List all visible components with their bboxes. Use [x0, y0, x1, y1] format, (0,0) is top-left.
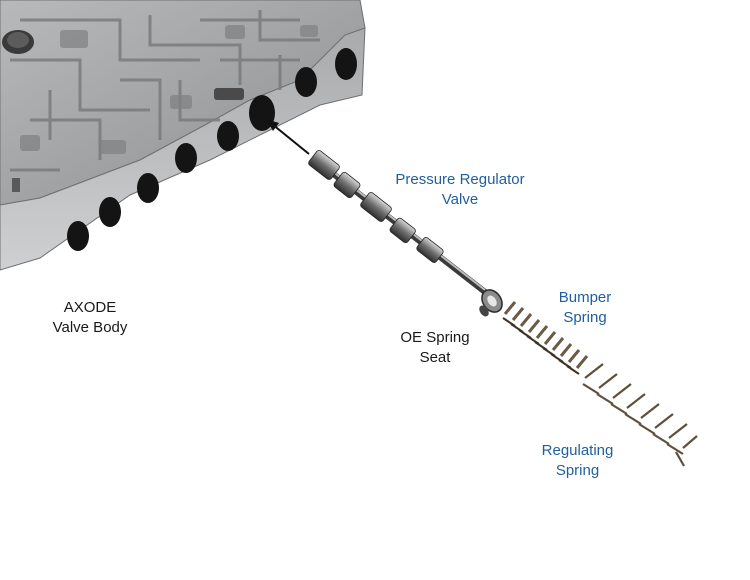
- regulating-spring-label-line2: Spring: [555, 462, 600, 479]
- insertion-arrow: [266, 119, 310, 155]
- pressure-regulator-valve: [308, 150, 488, 295]
- regulating-spring-label: Regulating Spring: [530, 441, 625, 481]
- pressure-regulator-label-line1: Pressure Regulator: [395, 171, 525, 188]
- spring-seat-label-line1: OE Spring: [400, 329, 470, 346]
- pressure-regulator-label-line2: Valve: [441, 191, 479, 208]
- valve-body-casting: [0, 0, 366, 271]
- regulating-spring-label-line1: Regulating: [541, 442, 614, 459]
- regulating-spring: [582, 363, 698, 467]
- bumper-spring-label: Bumper Spring: [545, 288, 625, 328]
- pressure-regulator-label: Pressure Regulator Valve: [385, 170, 535, 210]
- spring-seat: [479, 289, 503, 317]
- valve-body-label-line2: Valve Body: [52, 319, 128, 336]
- valve-body-label-line1: AXODE: [63, 299, 117, 316]
- spring-seat-label: OE Spring Seat: [390, 328, 480, 368]
- bumper-spring-label-line1: Bumper: [558, 289, 612, 306]
- bumper-spring-label-line2: Spring: [563, 309, 607, 326]
- spring-seat-label-line2: Seat: [419, 349, 451, 366]
- valve-body-label: AXODE Valve Body: [45, 298, 135, 338]
- bumper-spring: [502, 301, 589, 375]
